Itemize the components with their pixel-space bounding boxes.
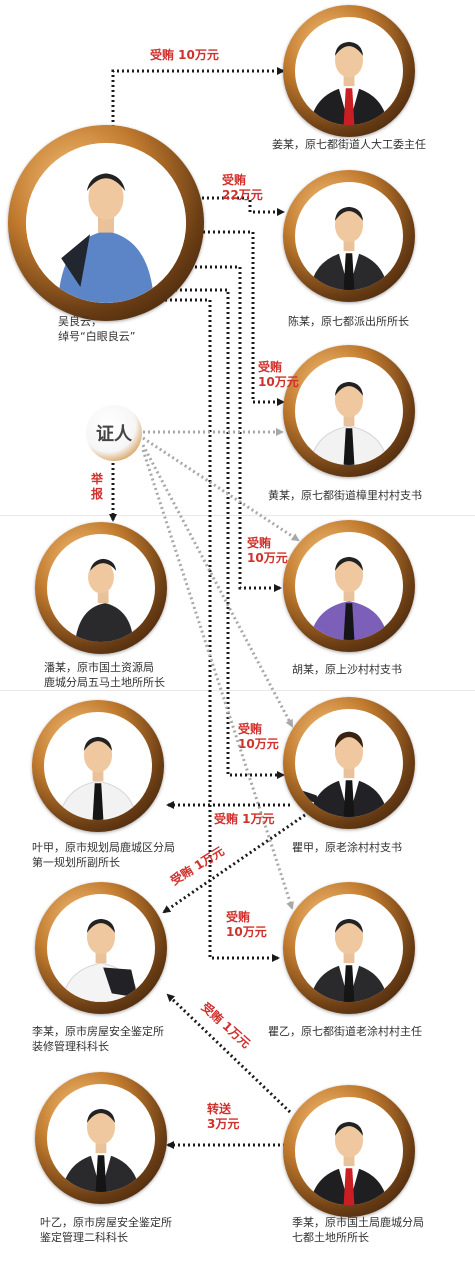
transfer-yeyi-line1: 转送 [207, 1102, 232, 1116]
report-label: 举报 [91, 472, 104, 501]
section-divider [0, 515, 475, 516]
ji-caption-line1: 季某，原市国土局鹿城分局 [292, 1216, 424, 1229]
arrow-wu-to-qu1 [170, 288, 285, 779]
jiang-caption: 姜某，原七都街道人大工委主任 [272, 138, 426, 151]
wu-caption-line2: 绰号“白眼良云” [58, 330, 136, 343]
transfer-qu2-line2: 10万元 [226, 925, 267, 939]
transfer-chen-line2: 22万元 [222, 188, 263, 202]
transfer-qu1-line2: 10万元 [238, 737, 279, 751]
arrow-ji-to-li [166, 993, 292, 1114]
qu-yi-caption: 瞿乙，原七都街道老涂村村主任 [268, 1025, 422, 1038]
section-divider [0, 690, 475, 691]
li-caption-line2: 装修管理科科长 [32, 1040, 109, 1053]
witness-node: 证人 [86, 405, 142, 461]
chen-caption: 陈某，原七都派出所所长 [288, 315, 409, 328]
arrow-wu-to-hu [180, 265, 282, 592]
arrow-wu-to-jiang [111, 67, 285, 132]
ye-yi-caption-line2: 鉴定管理二科科长 [40, 1231, 128, 1244]
pan-portrait [35, 522, 167, 654]
person-white-shirt-icon [309, 381, 389, 465]
jiang-portrait [283, 5, 415, 137]
transfer-jiang: 受贿 10万元 [150, 48, 219, 62]
qu-jia-portrait [283, 697, 415, 829]
arrow-witness-to-qu2 [141, 449, 294, 910]
transfer-qu1-line1: 受贿 [238, 722, 263, 736]
arrow-witness-to-qu1 [141, 444, 294, 728]
person-suit-dark-tie-icon [62, 1108, 140, 1192]
wu-liangyun-portrait [8, 125, 204, 321]
pan-caption-line1: 潘某，原市国土资源局 [44, 661, 154, 674]
person-purple-shirt-icon [310, 556, 388, 640]
ye-yi-portrait [35, 1072, 167, 1204]
person-casual-icon [26, 143, 186, 303]
person-white-shirt-icon [58, 736, 138, 820]
li-caption-line1: 李某，原市房屋安全鉴定所 [32, 1025, 164, 1038]
pan-caption-line2: 鹿城分局五马土地所所长 [44, 676, 165, 689]
ye-jia-caption-line2: 第一规划所副所长 [32, 856, 120, 869]
huang-caption: 黄某，原七都街道樟里村村支书 [268, 489, 422, 502]
person-side-profile-icon [75, 558, 134, 642]
qu-yi-portrait [283, 882, 415, 1014]
person-suit-dark-tie-icon [310, 918, 388, 1002]
transfer-huang-line2: 10万元 [258, 375, 299, 389]
arrow-wu-to-qu2 [165, 298, 280, 962]
arrow-witness-to-hu [142, 436, 300, 542]
transfer-chen-line1: 受贿 [222, 173, 247, 187]
person-suit-pointing-icon [297, 731, 388, 817]
ye-jia-portrait [32, 700, 164, 832]
wu-caption-line1: 吴良云， [58, 315, 102, 328]
arrow-qu1-to-li [162, 813, 306, 914]
hu-portrait [283, 520, 415, 652]
person-jacket-over-arm-icon [61, 918, 141, 1002]
ye-yi-caption-line1: 叶乙，原市房屋安全鉴定所 [40, 1216, 172, 1229]
transfer-hu-line2: 10万元 [247, 551, 288, 565]
transfer-huang-line1: 受贿 [258, 360, 283, 374]
transfer-yeyi-line2: 3万元 [207, 1117, 240, 1131]
ji-portrait [283, 1085, 415, 1217]
chen-portrait [283, 170, 415, 302]
qu-jia-caption: 瞿甲，原老涂村村支书 [292, 841, 402, 854]
person-suit-red-tie-icon [310, 1121, 388, 1205]
ji-caption-line2: 七都土地所所长 [292, 1231, 369, 1244]
transfer-qu2-line1: 受贿 [226, 910, 251, 924]
hu-caption: 胡某，原上沙村村支书 [292, 663, 402, 676]
ye-jia-caption-line1: 叶甲，原市规划局鹿城区分局 [32, 841, 175, 854]
huang-portrait [283, 345, 415, 477]
person-suit-dark-tie-icon [310, 206, 388, 290]
person-suit-red-tie-icon [310, 41, 388, 125]
transfer-yejia: 受贿 1万元 [214, 812, 275, 826]
arrow-wu-to-huang [188, 230, 285, 406]
transfer-hu-line1: 受贿 [247, 536, 272, 550]
witness-label: 证人 [96, 424, 132, 445]
arrow-wu-to-chen [182, 196, 285, 216]
li-portrait [35, 882, 167, 1014]
